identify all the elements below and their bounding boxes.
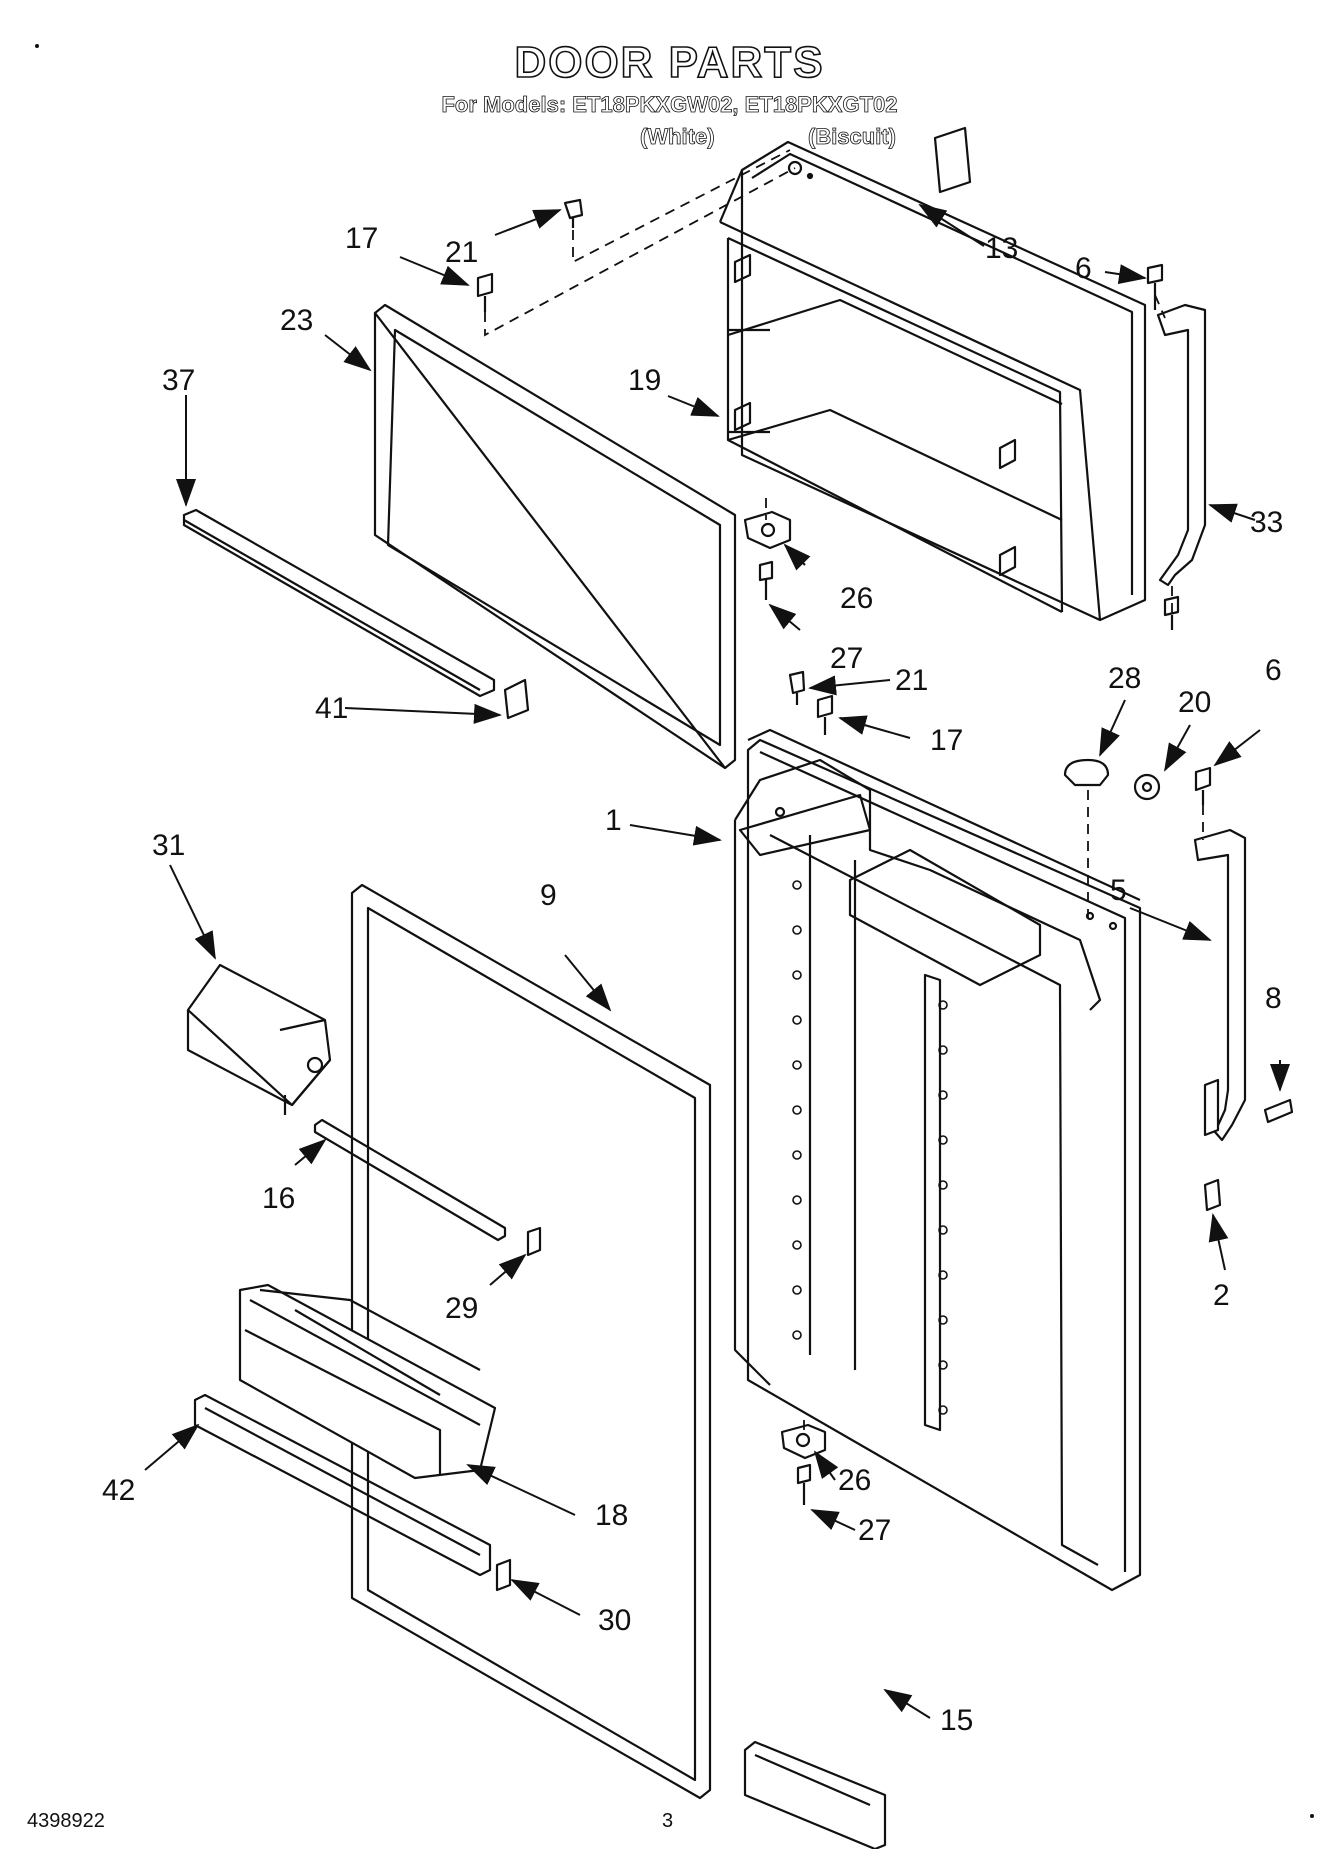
hinge-hardware: [476, 198, 1294, 1505]
callout-27-top: 27: [830, 642, 863, 675]
assembly-lines: [484, 149, 1204, 1432]
callout-21-top: 21: [445, 236, 478, 269]
breaker-strip-part: [182, 508, 530, 720]
callout-15: 15: [940, 1704, 973, 1737]
fresh-food-door-holes: [792, 880, 948, 1415]
callout-20: 20: [1178, 686, 1211, 719]
callout-31: 31: [152, 829, 185, 862]
callout-41: 41: [315, 692, 348, 725]
callout-13: 13: [985, 232, 1018, 265]
callout-33: 33: [1250, 506, 1283, 539]
callout-17-top: 17: [345, 222, 378, 255]
freezer-door-part: [718, 140, 1147, 622]
color-white-label: (White): [640, 124, 715, 150]
page-title: DOOR PARTS: [514, 37, 825, 88]
callout-labels: 13 6 17 21 23 37 19 33 26 27 41 21 17 28…: [102, 222, 1283, 1737]
freezer-gasket-part: [373, 303, 737, 770]
callout-37: 37: [162, 364, 195, 397]
callout-42: 42: [102, 1474, 135, 1507]
page-number: 3: [662, 1810, 674, 1832]
callout-9: 9: [540, 879, 557, 912]
callout-6-top: 6: [1075, 252, 1092, 285]
patch-part: [933, 126, 972, 194]
callout-1: 1: [605, 804, 622, 837]
dairy-door-part: [186, 963, 332, 1115]
callout-19: 19: [628, 364, 661, 397]
callout-16: 16: [262, 1182, 295, 1215]
callout-6-mid: 6: [1265, 654, 1282, 687]
callout-23: 23: [280, 304, 313, 337]
callout-29: 29: [445, 1292, 478, 1325]
callout-2: 2: [1213, 1279, 1230, 1312]
callout-17-mid: 17: [930, 724, 963, 757]
callout-26-bottom: 26: [838, 1464, 871, 1497]
callout-26-top: 26: [840, 582, 873, 615]
fresh-food-gasket-part: [350, 883, 712, 1800]
color-biscuit-label: (Biscuit): [808, 124, 897, 150]
leader-arrows: [144, 203, 1290, 1719]
model-list: For Models: ET18PKXGW02, ET18PKXGT02: [441, 92, 898, 118]
shelf-rail-part: [313, 1118, 542, 1257]
callout-21-mid: 21: [895, 664, 928, 697]
document-number: 4398922: [27, 1810, 105, 1832]
fresh-food-door-part: [733, 728, 1142, 1592]
callout-5: 5: [1110, 874, 1127, 907]
callout-30: 30: [598, 1604, 631, 1637]
callout-8: 8: [1265, 982, 1282, 1015]
butter-cover-part: [743, 1740, 887, 1849]
callout-18: 18: [595, 1499, 628, 1532]
callout-27-bottom: 27: [858, 1514, 891, 1547]
callout-28: 28: [1108, 662, 1141, 695]
